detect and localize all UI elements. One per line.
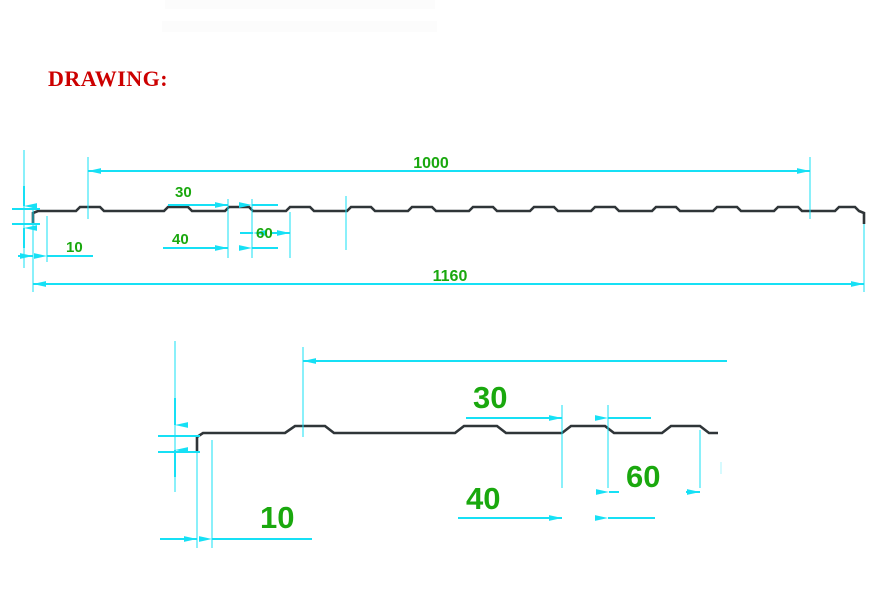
- dim-label-30: 30: [175, 184, 192, 201]
- dim-label-1160: 1160: [433, 268, 468, 285]
- dim-label-10: 10: [66, 239, 83, 256]
- detail-dim-label-30: 30: [473, 380, 507, 415]
- detail-view-group: 10 30 40 60: [158, 341, 727, 548]
- detail-dim-label-60: 60: [626, 459, 660, 494]
- dim-label-40: 40: [172, 231, 189, 248]
- top-faint-band-upper: [165, 0, 435, 9]
- panel-profile-overall: [31, 205, 866, 224]
- overall-view-group: 1000 1160 10 30: [12, 150, 866, 292]
- dim-label-1000: 1000: [413, 155, 449, 172]
- page-title: DRAWING:: [48, 66, 169, 91]
- detail-dim-label-40: 40: [466, 481, 500, 516]
- panel-profile-detail: [195, 424, 718, 452]
- dim-label-60: 60: [256, 225, 273, 242]
- top-faint-band-lower: [162, 21, 437, 32]
- detail-dim-label-10: 10: [260, 500, 294, 535]
